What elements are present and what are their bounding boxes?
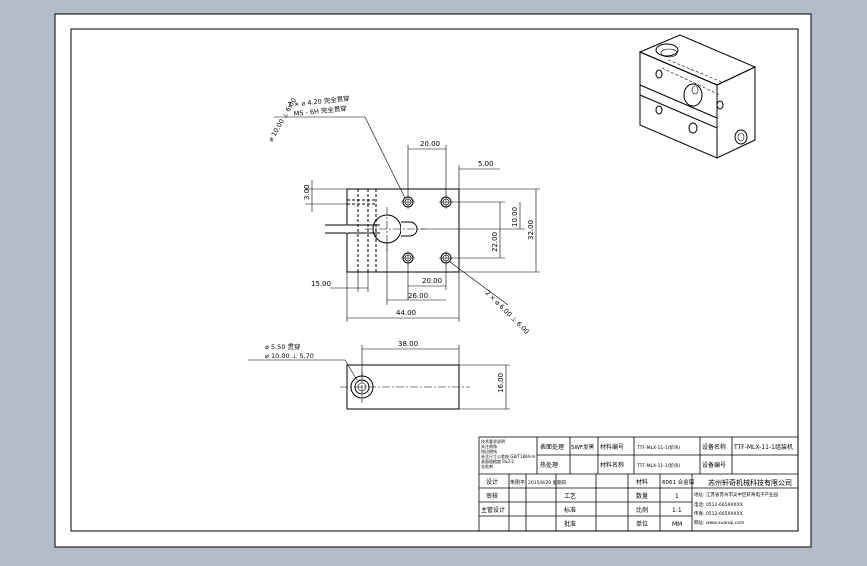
tech-note: 未注尺寸公差按 GB/T1804-m <box>481 453 536 459</box>
front-view-dimensions <box>274 116 540 322</box>
side-view-dim-text: 38.00 16.00 ⌀ 5.50 贯穿 ⌀ 10.00 ⊥ 5.70 <box>265 340 505 393</box>
part-name-value: TTF-MLX-11-1(阶块) <box>636 444 680 451</box>
isometric-view <box>638 34 757 159</box>
surface-label: 表面处理 <box>540 443 564 451</box>
material-label: 材料名称 <box>600 461 624 469</box>
equipment-name-value: TTF-MLX-11-1组装机 <box>733 443 793 451</box>
review-label: 审核 <box>486 492 498 500</box>
scale-label: 比例 <box>636 506 648 514</box>
company-fax: 传真: 0512-6659XXXX <box>694 510 743 517</box>
front-view <box>325 188 460 273</box>
company-name: 苏州轩奇机械科技有限公司 <box>708 478 792 487</box>
design-date: 2015/8/20 星期四 <box>528 480 567 486</box>
heat-label: 热处理 <box>540 461 558 469</box>
tech-note: 表面粗糙度 Ra3.2 <box>481 458 514 464</box>
callout-text: ⌀ 10.00 ⊥ 5.70 <box>265 352 314 360</box>
drawing-sheet <box>54 13 812 548</box>
standard-label: 标准 <box>564 506 576 514</box>
dim-label: 5.00 <box>478 160 494 168</box>
tech-note: 去毛刺 <box>481 463 493 469</box>
scale-value: 1:1 <box>672 507 682 514</box>
title-block <box>478 436 799 532</box>
unit-value: MM <box>672 521 682 528</box>
tech-note: 未注倒角 <box>481 443 497 449</box>
dim-label: 20.00 <box>422 277 442 285</box>
dim-label: 3.00 <box>303 184 311 200</box>
dim-label: 38.00 <box>398 340 418 348</box>
company-address: 地址: 江苏省苏州市吴中区轩奇电子产业园 <box>694 491 778 498</box>
callout-text: ⌀ 5.50 贯穿 <box>265 342 301 351</box>
unit-label: 单位 <box>636 520 648 528</box>
equipment-code-label: 设备编号 <box>702 461 726 469</box>
qty-label: 数量 <box>636 492 648 500</box>
design-by: 朱刚平 <box>510 479 525 486</box>
surface-value: SWF发黑 <box>571 443 595 451</box>
approval-label: 批准 <box>564 520 576 528</box>
drawing-border <box>70 28 799 532</box>
dim-label: 15.00 <box>311 280 331 288</box>
dim-label: 20.00 <box>420 140 440 148</box>
dim-label: 10.00 <box>511 207 519 227</box>
material-name-value: 6061 合金铝 <box>662 478 695 486</box>
equipment-name-label: 设备名称 <box>702 443 726 451</box>
dim-label: 44.00 <box>396 309 416 317</box>
dim-label: 26.00 <box>408 292 428 300</box>
company-tel: 电话: 0512-6659XXXX <box>694 501 743 508</box>
qty-value: 1 <box>675 493 679 500</box>
material-name-label: 材料 <box>636 478 648 486</box>
dim-label: 16.00 <box>497 373 505 393</box>
dim-label: 22.00 <box>491 232 499 252</box>
title-block-text: 技术要求说明 未注倒角 锐边倒钝 未注尺寸公差按 GB/T1804-m 表面粗糙… <box>481 438 793 528</box>
tech-note: 技术要求说明 <box>481 438 505 444</box>
craft-label: 工艺 <box>564 492 576 500</box>
dim-label: 32.00 <box>527 220 535 240</box>
material-code-label: 材料编号 <box>600 443 624 451</box>
side-view <box>340 364 470 410</box>
side-view-dimensions <box>248 345 510 410</box>
design-label: 设计 <box>486 478 498 486</box>
company-web: 网址: www.xuanqi.com <box>694 519 744 526</box>
tech-note: 锐边倒钝 <box>481 448 497 454</box>
part-code-value: TTF-MLX-11-1(阶块) <box>636 462 680 469</box>
approve-label: 主管设计 <box>481 506 505 514</box>
